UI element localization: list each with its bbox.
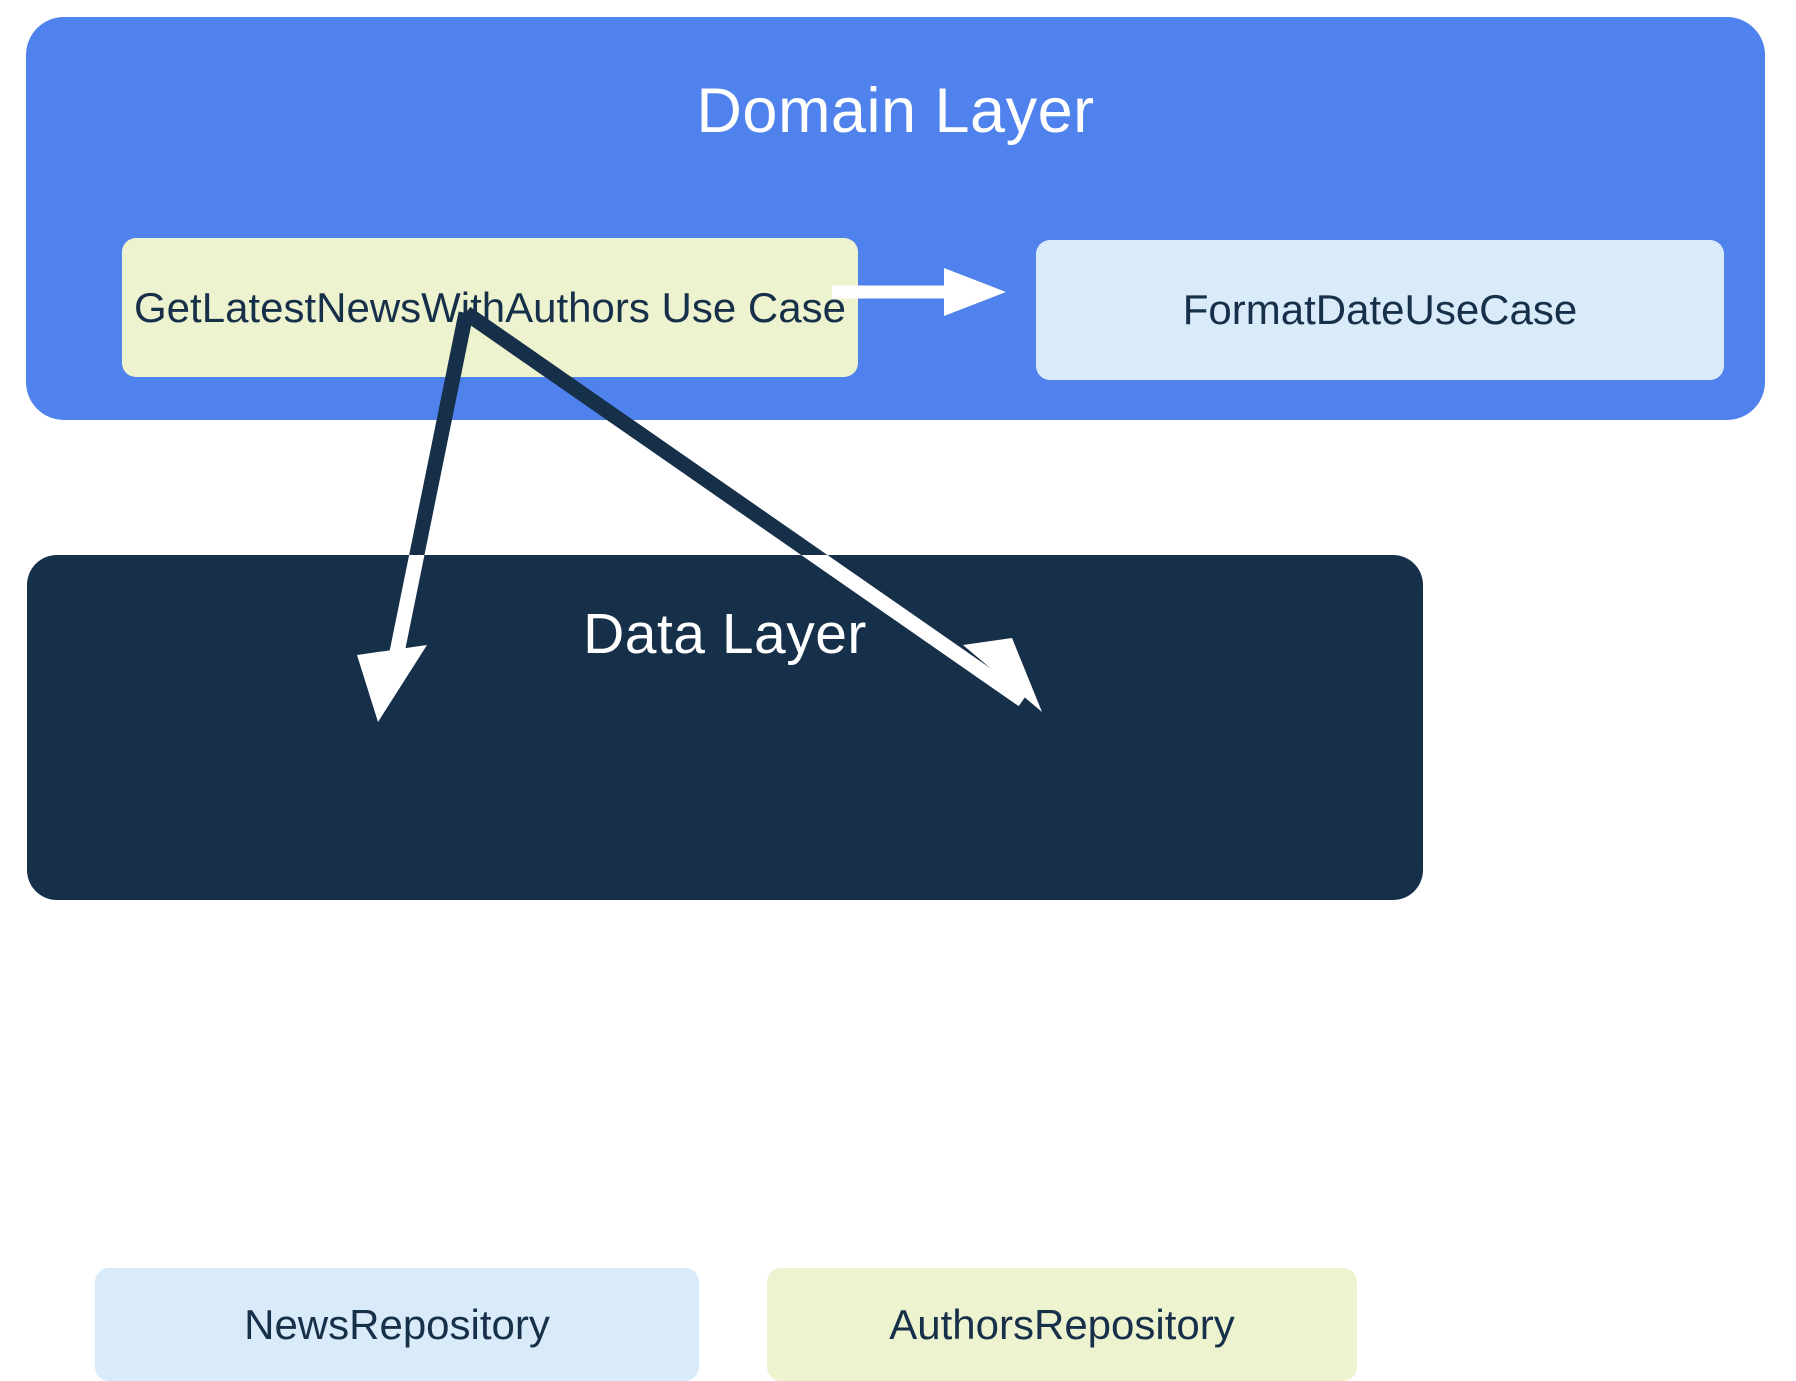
node-news-repository-label: NewsRepository	[244, 1300, 550, 1348]
node-get-latest-news-with-authors-use-case[interactable]: GetLatestNewsWithAuthors Use Case	[122, 238, 858, 377]
data-layer-container: Data Layer NewsRepository AuthorsReposit…	[27, 555, 1423, 1381]
node-get-latest-news-with-authors-use-case-label: GetLatestNewsWithAuthors Use Case	[134, 283, 846, 331]
domain-layer-container: Domain Layer GetLatestNewsWithAuthors Us…	[26, 17, 1765, 420]
node-format-date-use-case[interactable]: FormatDateUseCase	[1036, 240, 1724, 380]
architecture-diagram: Domain Layer GetLatestNewsWithAuthors Us…	[26, 17, 1765, 1381]
data-layer-title: Data Layer	[583, 602, 867, 666]
node-news-repository[interactable]: NewsRepository	[95, 1268, 699, 1381]
node-format-date-use-case-label: FormatDateUseCase	[1182, 286, 1578, 334]
node-authors-repository[interactable]: AuthorsRepository	[767, 1268, 1357, 1381]
domain-layer-title: Domain Layer	[696, 76, 1095, 146]
node-authors-repository-label: AuthorsRepository	[889, 1300, 1235, 1348]
